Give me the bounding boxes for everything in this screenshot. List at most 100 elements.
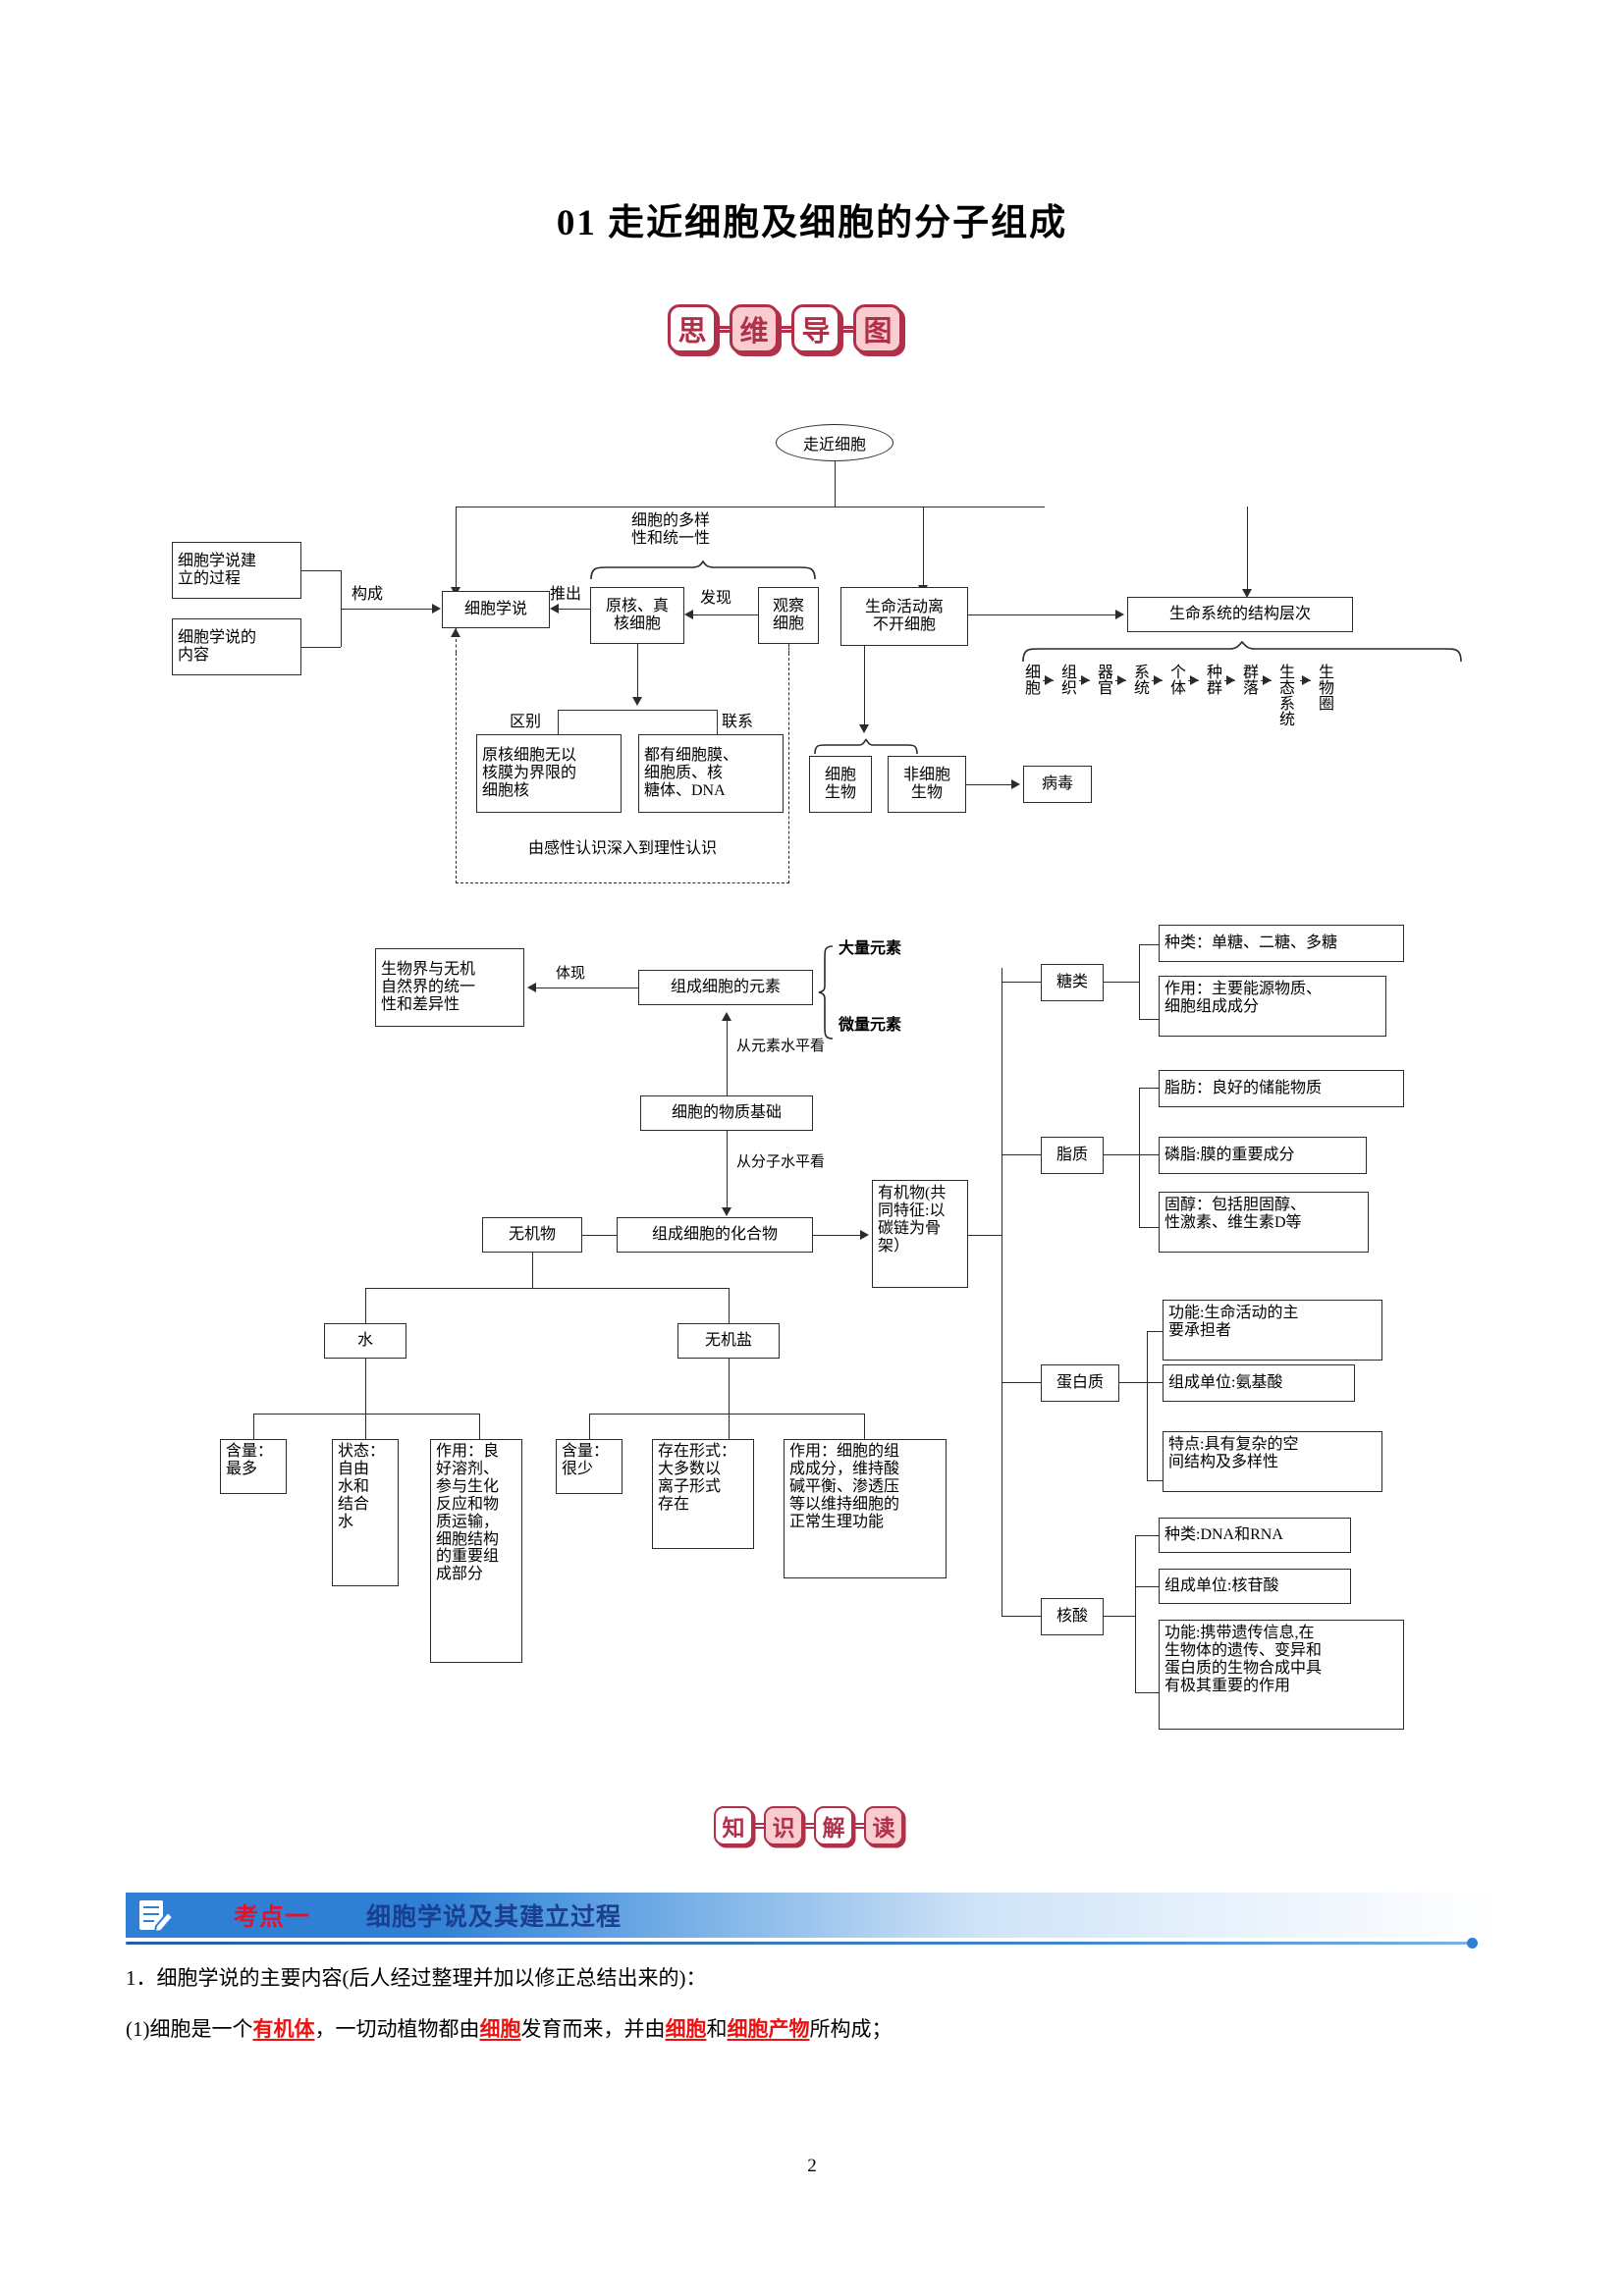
connector xyxy=(1104,982,1139,983)
node-link-detail: 都有细胞膜、 细胞质、核 糖体、DNA xyxy=(638,734,784,813)
hierarchy-item: 细胞 xyxy=(1024,665,1041,697)
connector xyxy=(1147,1331,1148,1480)
connector xyxy=(864,646,865,726)
label-diversity-unity: 细胞的多样 性和统一性 xyxy=(630,512,710,547)
notepad-pencil-icon xyxy=(132,1896,179,1935)
connector xyxy=(727,1021,728,1095)
connector xyxy=(1104,1616,1135,1617)
badge-connector xyxy=(717,325,730,333)
connector xyxy=(813,1235,862,1236)
connector xyxy=(1147,1480,1164,1481)
text-run: 和 xyxy=(706,2017,728,2041)
brace-icon xyxy=(1021,640,1463,664)
connector xyxy=(729,1359,730,1443)
connector xyxy=(923,507,924,587)
label-embody: 体现 xyxy=(556,966,586,982)
connector xyxy=(1147,1382,1164,1383)
brace-icon xyxy=(817,944,835,1041)
arrow-icon xyxy=(432,604,441,614)
brace-icon xyxy=(813,738,919,756)
connector xyxy=(1104,1154,1139,1155)
connector xyxy=(1139,1227,1161,1228)
node-cell-theory-content: 细胞学说的 内容 xyxy=(172,618,301,675)
badge-char: 知 xyxy=(714,1806,753,1845)
node-water: 水 xyxy=(324,1323,406,1359)
connector xyxy=(1119,1382,1147,1383)
highlight-term: 有机体 xyxy=(252,2017,315,2041)
badge-connector xyxy=(779,325,791,333)
hierarchy-item: 系统 xyxy=(1133,665,1150,697)
highlight-term: 细胞 xyxy=(665,2017,707,2041)
connector xyxy=(253,1414,479,1415)
text-run: 发育而来，并由 xyxy=(520,2017,666,2041)
section-underline xyxy=(126,1942,1471,1945)
connector xyxy=(1139,944,1161,945)
connector xyxy=(532,1253,533,1288)
connector xyxy=(968,614,1117,615)
connector xyxy=(365,1359,366,1443)
node-life-system-levels: 生命系统的结构层次 xyxy=(1127,597,1353,632)
connector xyxy=(1001,1616,1041,1617)
connector xyxy=(456,507,457,589)
body-line-1: 1．细胞学说的主要内容(后人经过整理并加以修正总结出来的)： xyxy=(126,1966,707,1990)
node-noncell-organism: 非细胞 生物 xyxy=(888,756,966,813)
node-protein-unit: 组成单位:氨基酸 xyxy=(1163,1364,1355,1402)
connector xyxy=(1139,1019,1161,1020)
arrow-icon xyxy=(722,1012,731,1021)
node-inorganic: 无机物 xyxy=(482,1217,582,1253)
badge-char: 维 xyxy=(730,304,779,353)
connector xyxy=(1247,507,1248,591)
connector xyxy=(717,710,718,735)
badge-char: 读 xyxy=(864,1806,903,1845)
node-organic: 有机物(共 同特征:以 碳链为骨 架） xyxy=(872,1180,968,1288)
node-inorganic-salt: 无机盐 xyxy=(677,1323,780,1359)
connector xyxy=(729,1288,730,1331)
arrow-icon xyxy=(451,628,460,637)
connector xyxy=(365,1288,366,1331)
node-salt-form: 存在形式： 大多数以 离子形式 存在 xyxy=(652,1439,754,1549)
connector xyxy=(1135,1535,1136,1692)
connector xyxy=(966,784,1013,785)
highlight-term: 细胞产物 xyxy=(727,2017,810,2041)
node-difference-detail: 原核细胞无以 核膜为界限的 细胞核 xyxy=(476,734,622,813)
node-cell-compounds: 组成细胞的化合物 xyxy=(617,1217,813,1253)
hierarchy-item: 组织 xyxy=(1060,665,1077,697)
label-from-element-level: 从元素水平看 xyxy=(736,1039,826,1054)
node-water-function: 作用：良 好溶剂、 参与生化 反应和物 质运输， 细胞结构 的重要组 成部分 xyxy=(430,1439,522,1663)
hierarchy-item: 个体 xyxy=(1169,665,1186,697)
connector xyxy=(558,710,717,711)
node-nucleic-kind: 种类:DNA和RNA xyxy=(1159,1518,1351,1553)
connector xyxy=(968,1235,1001,1236)
hierarchy-item: 群落 xyxy=(1242,665,1259,697)
connector xyxy=(589,1414,864,1415)
node-cell-theory: 细胞学说 xyxy=(442,591,550,628)
label-from-molecule-level: 从分子水平看 xyxy=(736,1154,826,1170)
node-observe-cell: 观察 细胞 xyxy=(758,587,819,644)
node-water-amount: 含量： 最多 xyxy=(220,1439,287,1494)
badge-connector xyxy=(840,325,853,333)
section-header: 考点一 细胞学说及其建立过程 xyxy=(126,1893,1498,1949)
node-material-basis: 细胞的物质基础 xyxy=(640,1095,813,1131)
section-dot xyxy=(1467,1938,1478,1949)
connector xyxy=(456,628,457,653)
dashed-frame xyxy=(456,653,789,883)
arrow-icon xyxy=(1115,610,1124,619)
connector xyxy=(1139,1154,1161,1155)
node-nucleic: 核酸 xyxy=(1041,1598,1104,1635)
node-cell-theory-build: 细胞学说建 立的过程 xyxy=(172,542,301,599)
connector xyxy=(341,609,434,610)
badge-connector xyxy=(853,1823,864,1829)
label-discover: 发现 xyxy=(700,590,732,607)
text-run: (1)细胞是一个 xyxy=(126,2017,253,2041)
node-life-needs-cell: 生命活动离 不开细胞 xyxy=(840,587,968,646)
hierarchy-item: 生物圈 xyxy=(1318,665,1334,713)
section-tag: 考点一 xyxy=(234,1903,311,1931)
node-root: 走近细胞 xyxy=(776,424,893,461)
connector xyxy=(1001,968,1002,1616)
node-salt-function: 作用：细胞的组 成成分，维持酸 碱平衡、渗透压 等以维持细胞的 正常生理功能 xyxy=(784,1439,947,1578)
label-link: 联系 xyxy=(722,714,754,730)
connector xyxy=(253,1414,254,1439)
connector xyxy=(589,1414,590,1439)
connector xyxy=(1139,944,1140,1019)
badge-connector xyxy=(803,1823,814,1829)
